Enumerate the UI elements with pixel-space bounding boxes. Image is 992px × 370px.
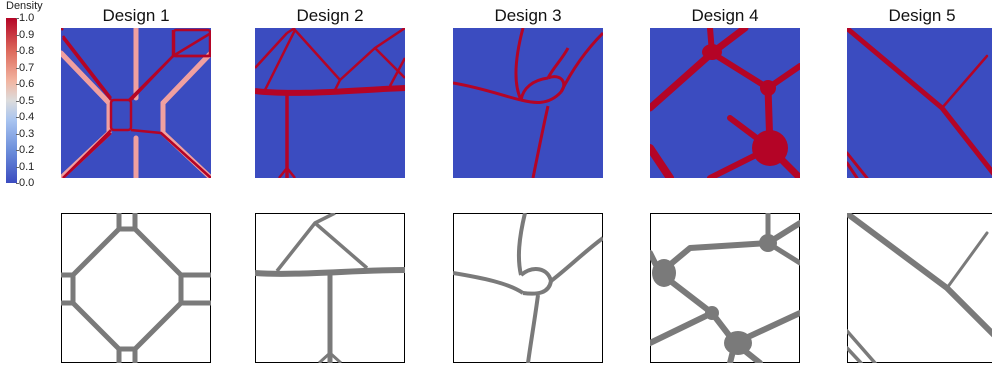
design-1-structure — [61, 213, 211, 363]
design-4-structure — [650, 213, 800, 363]
design-5-title: Design 5 — [888, 6, 956, 25]
design-3-structure — [453, 213, 603, 363]
design-1-density-map — [61, 28, 211, 178]
density-colorbar-legend: Density 1.0 0.9 0.8 0.7 0.6 0.5 0.4 0.3 … — [0, 0, 60, 190]
design-3-density-map — [453, 28, 603, 178]
legend-tick: 0.7 — [15, 61, 35, 74]
legend-tick: 1.0 — [15, 12, 35, 24]
design-5-density-map — [847, 28, 992, 178]
legend-tick: 0.2 — [15, 144, 35, 156]
legend-tick: 0.0 — [15, 177, 35, 189]
legend-tick: 0.5 — [15, 94, 35, 107]
colorbar — [6, 18, 17, 183]
legend-tick: 0.4 — [15, 111, 35, 123]
design-4-title: Design 4 — [691, 6, 759, 25]
design-2-structure — [255, 213, 405, 363]
legend-tick: 0.8 — [15, 45, 35, 57]
legend-tick: 0.3 — [15, 127, 35, 140]
design-3-title: Design 3 — [494, 6, 562, 25]
design-4-density-map — [650, 28, 800, 178]
design-5-structure — [847, 213, 992, 363]
legend-tick: 0.1 — [15, 160, 35, 173]
legend-tick: 0.9 — [15, 28, 35, 41]
design-1-title: Design 1 — [102, 6, 170, 25]
design-2-title: Design 2 — [296, 6, 364, 25]
design-2-density-map — [255, 28, 405, 178]
legend-title: Density — [6, 0, 43, 12]
legend-tick: 0.6 — [15, 78, 35, 90]
